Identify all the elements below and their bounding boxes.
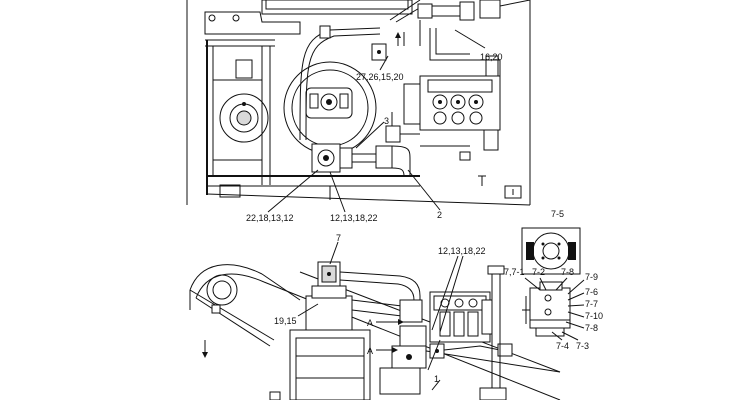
callout-7-5: 7-5 [551, 209, 564, 219]
callout-12-13-18-22-bottom: 12,13,18,22 [438, 246, 486, 256]
callout-labels: 16,20 27,26,15,20 3 22,18,13,12 12,13,18… [246, 52, 603, 384]
callout-19-15: 19,15 [274, 316, 297, 326]
callout-12-13-18-22-top: 12,13,18,22 [330, 213, 378, 223]
callout-7-3: 7-3 [576, 341, 589, 351]
top-view [186, 0, 531, 213]
callout-7-6: 7-6 [585, 287, 598, 297]
callout-a-upper: A [367, 318, 373, 328]
side-view [189, 241, 561, 400]
callout-7-8-upper: 7-8 [561, 267, 574, 277]
callout-7: 7 [336, 233, 341, 243]
callout-22-18-13-12: 22,18,13,12 [246, 213, 294, 223]
callout-7-9: 7-9 [585, 272, 598, 282]
callout-2: 2 [437, 210, 442, 220]
detail-views [521, 227, 585, 341]
callout-27-26-15-20: 27,26,15,20 [356, 72, 404, 82]
callout-7-7: 7-7 [585, 299, 598, 309]
callout-7-10: 7-10 [585, 311, 603, 321]
callout-7-2: 7-2 [532, 267, 545, 277]
callout-1: 1 [434, 374, 439, 384]
callout-7-7-1: 7,7-1 [504, 267, 525, 277]
callout-7-4: 7-4 [556, 341, 569, 351]
callout-a-lower: A [367, 346, 373, 356]
callout-16-20: 16,20 [480, 52, 503, 62]
callout-3: 3 [384, 116, 389, 126]
callout-7-8-lower: 7-8 [585, 323, 598, 333]
